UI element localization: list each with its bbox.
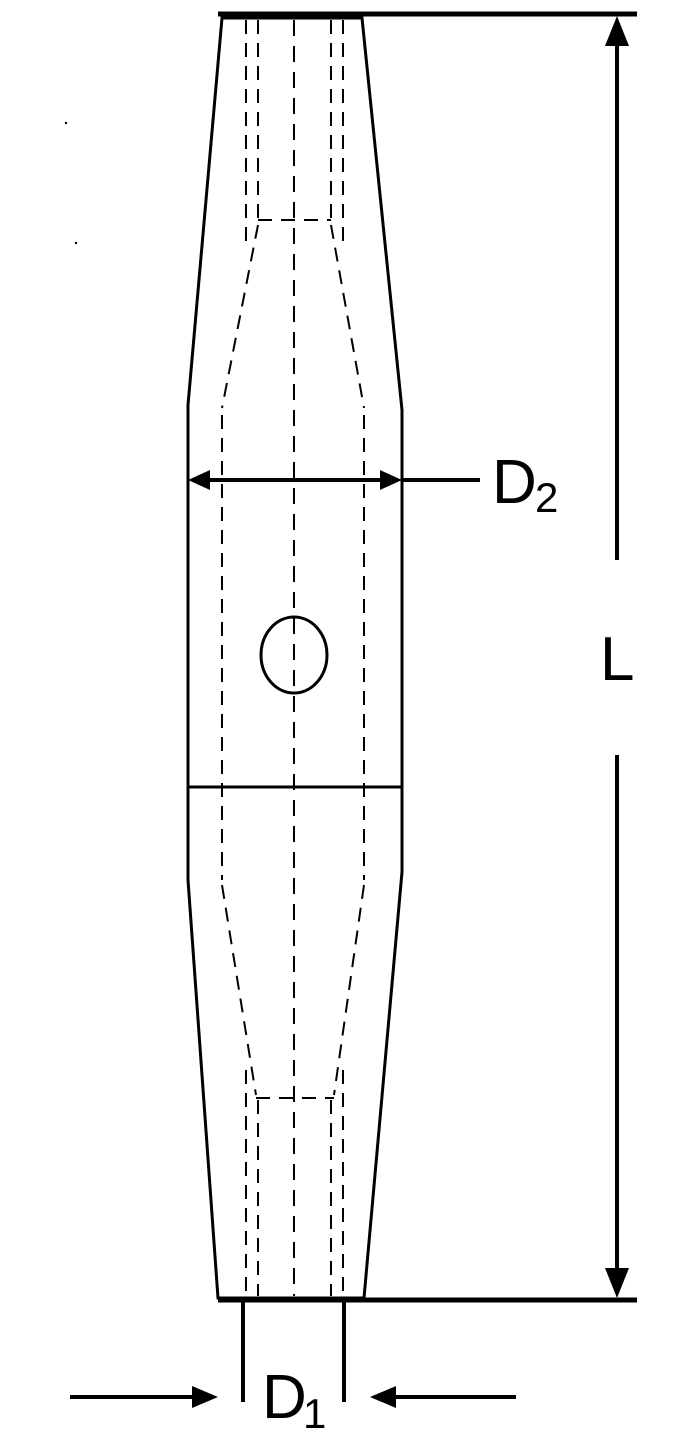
- length-label: L: [600, 625, 634, 694]
- body-outline: [186, 16, 404, 1300]
- scan-speck: [74, 241, 78, 245]
- upper-taper-right: [330, 224, 365, 409]
- d2-label: D: [492, 448, 537, 517]
- d1-arrow-right: [370, 1386, 396, 1408]
- d2-arrow-right: [380, 470, 402, 490]
- d2-label-subscript: 2: [535, 474, 558, 521]
- lower-taper-left: [221, 884, 257, 1096]
- bar-hole-circle: [259, 615, 329, 695]
- length-arrow-top: [605, 16, 629, 46]
- d1-label-subscript: 1: [303, 1390, 326, 1437]
- d1-label: D: [262, 1363, 307, 1432]
- d2-arrow-left: [188, 470, 210, 490]
- d1-arrow-left: [192, 1386, 218, 1408]
- length-arrow-bottom: [605, 1268, 629, 1298]
- upper-taper-left: [221, 224, 259, 409]
- lower-taper-right: [333, 884, 365, 1096]
- scan-speck: [64, 121, 68, 125]
